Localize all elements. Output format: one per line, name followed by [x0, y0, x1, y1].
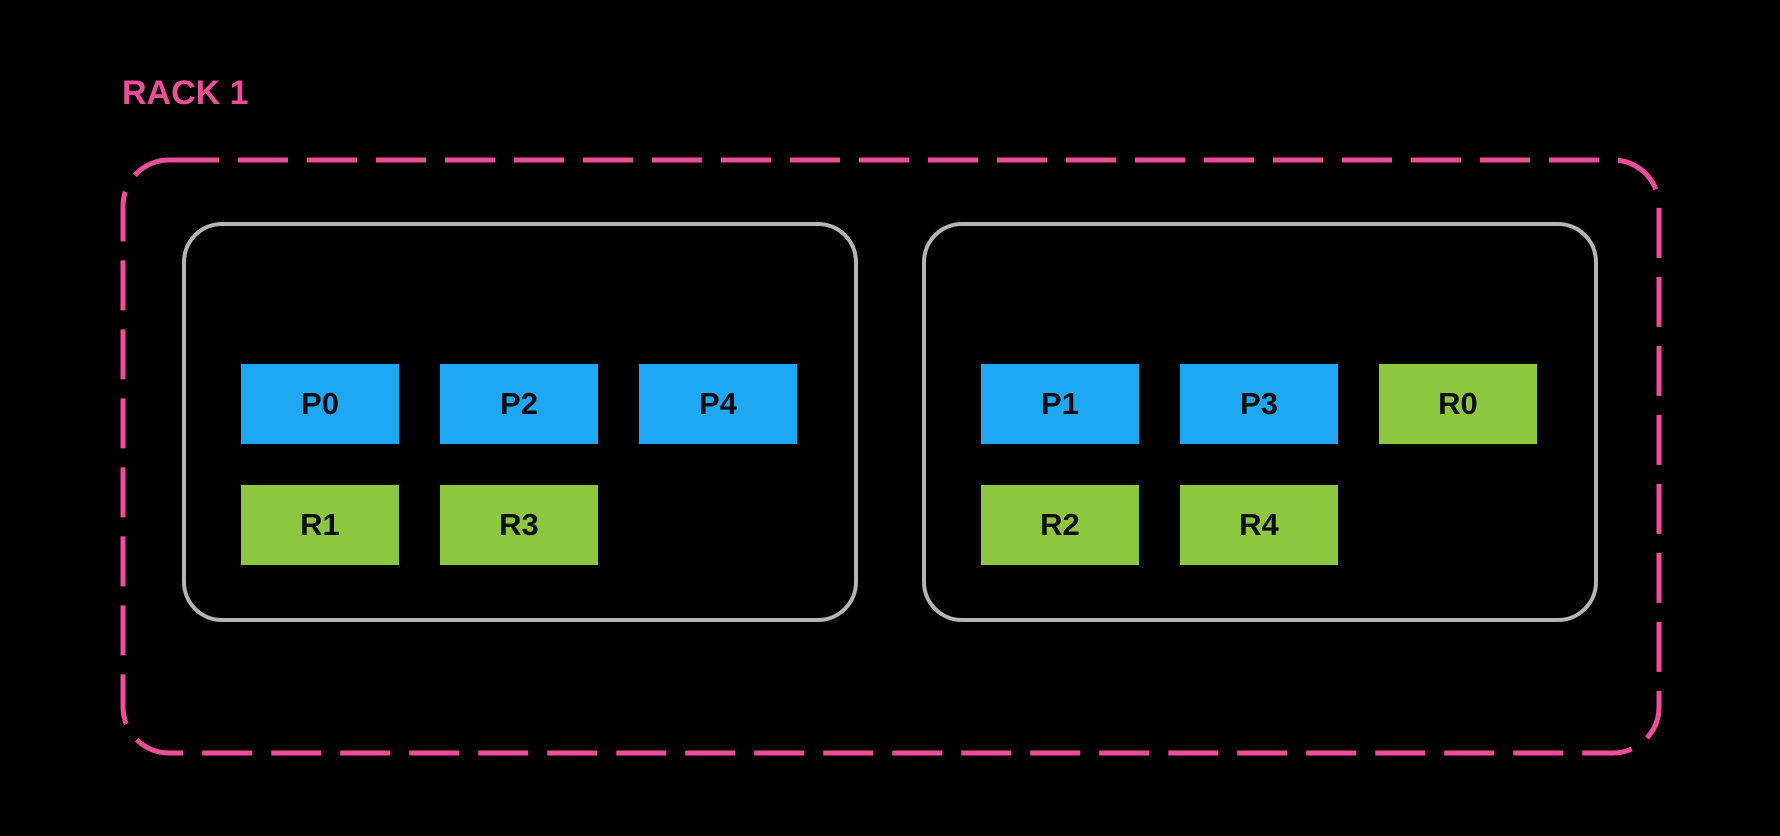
- shard-row: P0 P2 P4: [241, 364, 797, 444]
- shard-row: R1 R3: [241, 485, 598, 565]
- rack-boundary-dashed-outline: [120, 157, 1662, 756]
- shard-p2: P2: [440, 364, 598, 444]
- rack-title: RACK 1: [122, 74, 249, 112]
- shard-r1: R1: [241, 485, 399, 565]
- shard-p4: P4: [639, 364, 797, 444]
- shard-p0: P0: [241, 364, 399, 444]
- shard-r4: R4: [1180, 485, 1338, 565]
- shard-r3: R3: [440, 485, 598, 565]
- shard-row: P1 P3 R0: [981, 364, 1537, 444]
- shard-row: R2 R4: [981, 485, 1338, 565]
- shard-p3: P3: [1180, 364, 1338, 444]
- shard-p1: P1: [981, 364, 1139, 444]
- shard-r2: R2: [981, 485, 1139, 565]
- shard-r0: R0: [1379, 364, 1537, 444]
